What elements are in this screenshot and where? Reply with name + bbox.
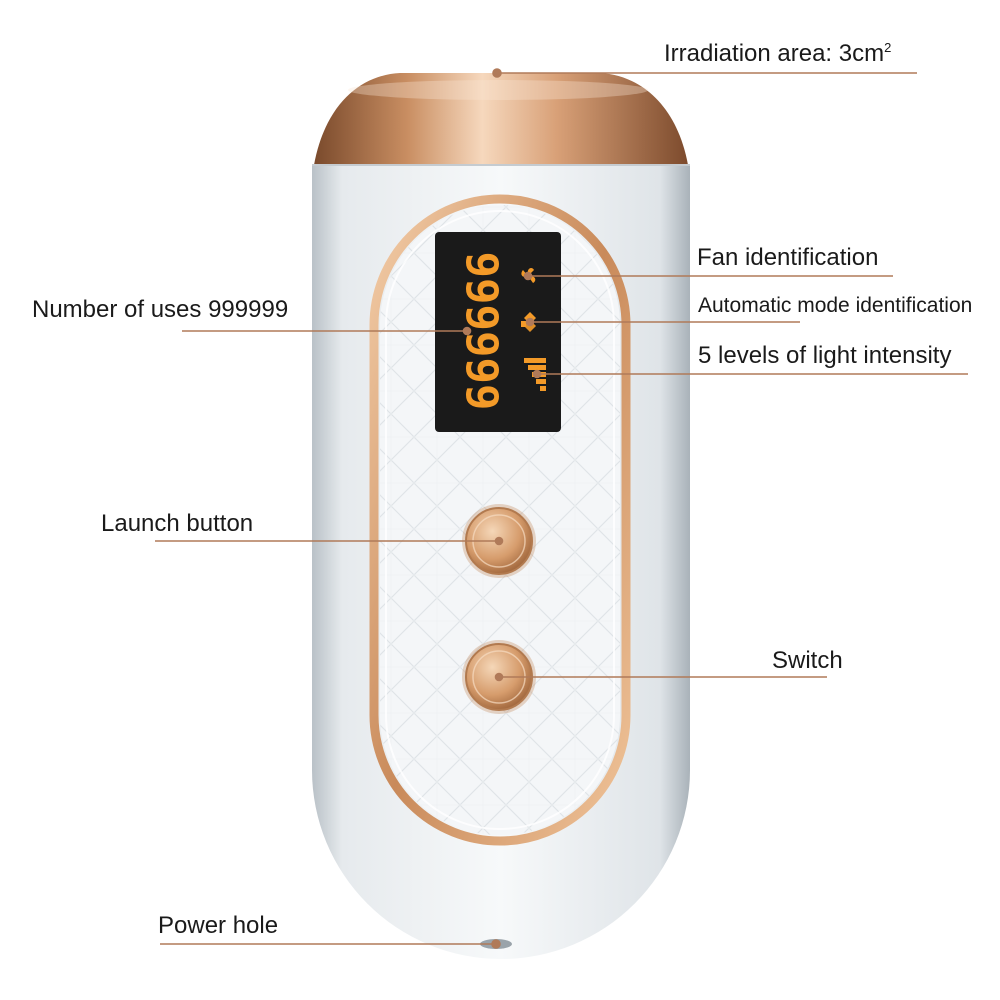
switch-label: Switch: [772, 647, 843, 674]
fan-identification-label: Fan identification: [697, 244, 879, 271]
leader-lines: [155, 68, 968, 949]
irradiation-area-superscript: 2: [884, 40, 892, 55]
light-intensity-label: 5 levels of light intensity: [698, 342, 952, 369]
gold-ring: [369, 194, 631, 846]
irradiation-area-label: Irradiation area: 3cm2: [664, 40, 891, 68]
launch-button-label: Launch button: [101, 510, 254, 537]
power-hole-label: Power hole: [158, 912, 279, 939]
lcd-screen: [435, 232, 561, 432]
gold-cap: [314, 73, 688, 165]
automatic-mode-label: Automatic mode identification: [698, 294, 973, 317]
irradiation-area-text: Irradiation area: 3cm: [664, 40, 885, 67]
number-of-uses-label: Number of uses 999999: [32, 296, 289, 323]
